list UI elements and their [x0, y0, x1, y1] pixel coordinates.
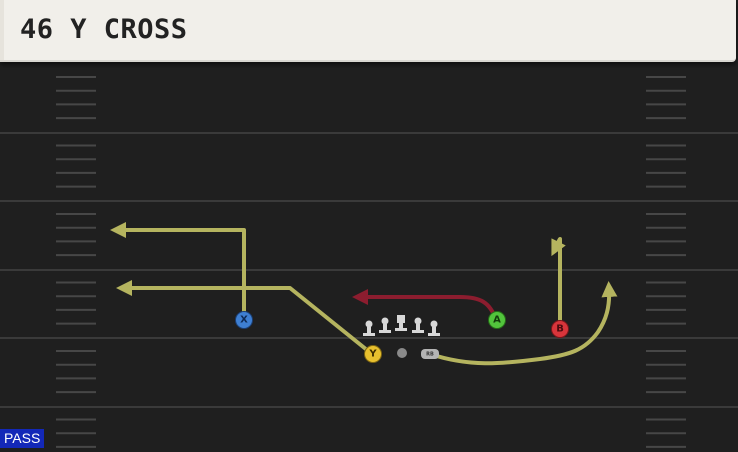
lineman-icon — [379, 317, 391, 333]
route-b — [552, 237, 562, 327]
route-rb — [429, 281, 618, 366]
player-x[interactable]: X — [235, 311, 253, 329]
a-button-label: A — [493, 315, 501, 326]
player-b[interactable]: B — [551, 320, 569, 338]
route-a — [352, 289, 498, 321]
lineman-icon — [363, 320, 375, 336]
center-icon — [395, 315, 407, 331]
lineman-icon — [428, 320, 440, 336]
field-canvas: RB X Y A B — [0, 76, 738, 448]
offensive-line — [363, 315, 440, 336]
route-y — [116, 280, 374, 356]
play-title: 46 Y CROSS — [20, 14, 188, 45]
route-x — [110, 222, 246, 320]
player-rb-label: RB — [426, 352, 434, 358]
title-accent — [0, 0, 4, 60]
hash-marks-left — [56, 76, 96, 448]
yard-lines — [0, 132, 738, 408]
play-diagram: RB X Y A B — [0, 62, 738, 448]
route-b-head — [551, 238, 566, 257]
play-title-bar: 46 Y CROSS — [0, 0, 736, 62]
play-type-badge: PASS — [0, 429, 45, 448]
hash-marks-right — [646, 76, 686, 448]
b-button-label: B — [556, 324, 564, 335]
y-button-label: Y — [368, 349, 377, 360]
quarterback-marker — [397, 348, 407, 358]
lineman-icon — [412, 317, 424, 333]
x-button-label: X — [240, 315, 248, 326]
player-y[interactable]: Y — [364, 345, 382, 363]
player-a[interactable]: A — [488, 311, 506, 329]
player-rb: RB — [421, 349, 439, 359]
